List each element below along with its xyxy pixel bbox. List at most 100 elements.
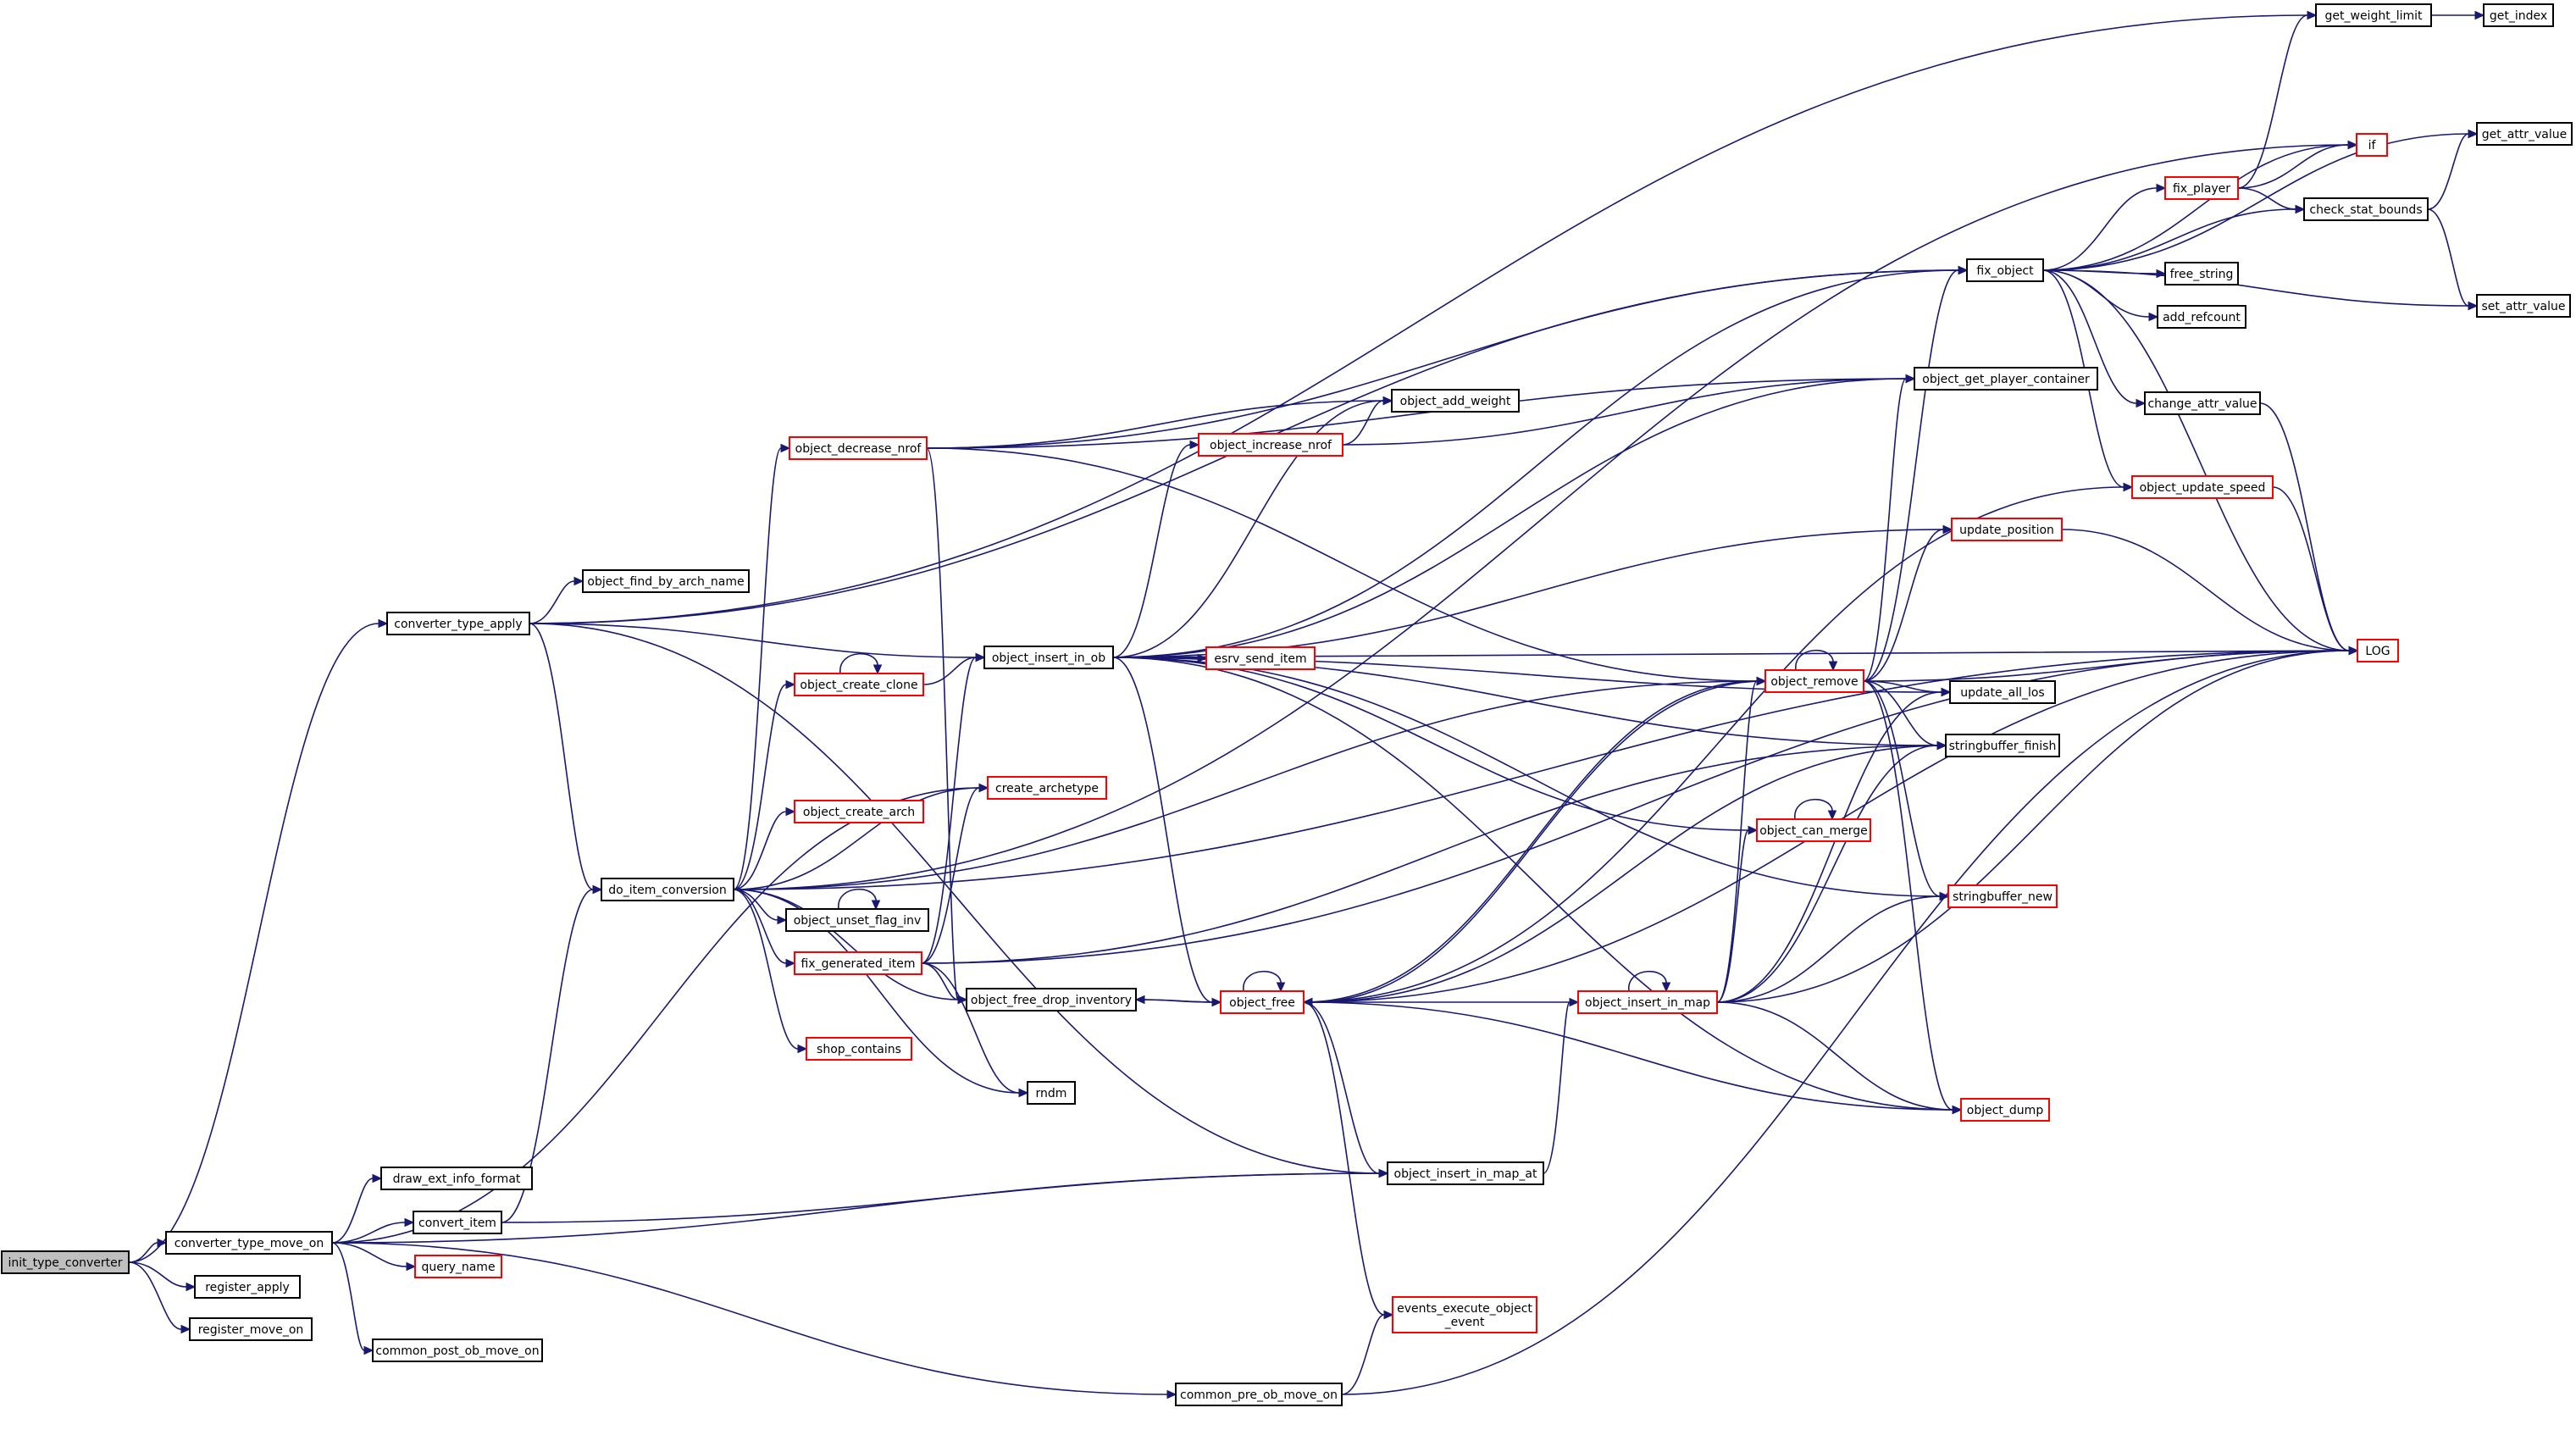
node-label: register_move_on [198,1323,304,1337]
node-object-decrease-nrof[interactable]: object_decrease_nrof [789,436,928,460]
edge-line [921,787,980,964]
edge-object-free-to-events-execute-object-event [1303,1001,1394,1320]
node-object-update-speed[interactable]: object_update_speed [2131,475,2274,499]
edge-line [2042,144,2349,271]
node-convert-item[interactable]: convert_item [413,1211,502,1234]
node-object-insert-in-map-at[interactable]: object_insert_in_map_at [1387,1161,1544,1185]
node-label: update_position [1959,524,2054,537]
node-converter-type-apply[interactable]: converter_type_apply [386,612,530,635]
node-object-free-drop-inventory[interactable]: object_free_drop_inventory [966,988,1137,1012]
node-stringbuffer-finish[interactable]: stringbuffer_finish [1945,734,2060,757]
node-update-all-los[interactable]: update_all_los [1949,680,2056,704]
node-events-execute-object-event[interactable]: events_execute_object_event [1392,1296,1537,1333]
node-box [582,569,750,593]
node-shop-contains[interactable]: shop_contains [806,1037,912,1061]
edge-object-free-to-object-free-drop-inventory [1134,995,1222,1005]
edge-line [1341,1314,1385,1395]
arrowhead-icon [1942,524,1953,535]
edge-line [838,888,877,910]
node-stringbuffer-new[interactable]: stringbuffer_new [1947,884,2058,908]
node-object-free[interactable]: object_free [1220,990,1305,1014]
node-set-attr-value[interactable]: set_attr_value [2476,294,2571,318]
node-do-item-conversion[interactable]: do_item_conversion [601,878,734,901]
edge-line [2042,269,2469,307]
edge-convert-item-to-do-item-conversion [501,884,603,1223]
node-box [1205,646,1316,670]
node-layer: init_type_converter converter_type_move_o… [1,3,2573,1406]
node-free-string[interactable]: free_string [2164,262,2239,285]
node-add-refcount[interactable]: add_refcount [2157,305,2246,329]
edge-object-insert-in-ob-to-fix-object [1112,265,1969,658]
edge-line [1112,529,1944,658]
edge-line [501,889,594,1223]
node-object-find-by-arch-name[interactable]: object_find_by_arch_name [582,569,750,593]
node-box [2131,475,2274,499]
node-fix-object[interactable]: fix_object [1966,258,2044,282]
node-get-index[interactable]: get_index [2483,3,2554,27]
edge-fix-player-to-check-stat-bounds [2237,187,2306,214]
edge-do-item-conversion-to-if [733,140,2358,890]
edge-line [2272,486,2350,651]
node-object-dump[interactable]: object_dump [1960,1098,2050,1122]
edge-line [926,447,959,1000]
edge-line [926,269,1959,449]
edge-do-item-conversion-to-shop-contains [733,889,808,1054]
node-get-attr-value[interactable]: get_attr_value [2476,122,2573,146]
node-rndm[interactable]: rndm [1027,1081,1076,1105]
node-label: fix_player [2173,182,2230,196]
edge-line [2237,14,2308,189]
node-esrv-send-item[interactable]: esrv_send_item [1205,646,1316,670]
node-fix-player[interactable]: fix_player [2164,176,2239,200]
node-label: get_index [2490,9,2547,23]
node-label: free_string [2170,268,2234,281]
node-object-get-player-container[interactable]: object_get_player_container [1914,367,2098,391]
edge-do-item-conversion-to-log [733,646,2359,890]
node-label: object_insert_in_ob [992,651,1105,665]
node-label: convert_item [418,1217,496,1230]
node-box [794,800,924,823]
edge-check-stat-bounds-to-set-attr-value [2427,208,2479,311]
node-if[interactable]: if [2356,133,2388,157]
node-object-unset-flag-inv[interactable]: object_unset_flag_inv [785,908,929,932]
node-register-move-on[interactable]: register_move_on [189,1317,313,1341]
node-object-add-weight[interactable]: object_add_weight [1391,389,1520,413]
node-object-create-arch[interactable]: object_create_arch [794,800,924,823]
node-get-weight-limit[interactable]: get_weight_limit [2315,3,2432,27]
node-change-attr-value[interactable]: change_attr_value [2144,391,2261,415]
node-check-stat-bounds[interactable]: check_stat_bounds [2303,197,2429,221]
node-object-insert-in-map[interactable]: object_insert_in_map [1577,990,1718,1014]
edge-fix-object-to-set-attr-value [2042,269,2479,311]
node-fix-generated-item[interactable]: fix_generated_item [794,951,922,975]
node-label: object_create_arch [803,806,915,819]
node-common-pre-ob-move-on[interactable]: common_pre_ob_move_on [1175,1383,1343,1406]
node-object-remove[interactable]: object_remove [1764,669,1864,693]
edge-change-attr-value-to-log [2259,402,2359,656]
node-init-type-converter[interactable]: init_type_converter [1,1250,130,1274]
node-query-name[interactable]: query_name [414,1255,502,1278]
node-create-archetype[interactable]: create_archetype [987,776,1107,800]
edge-line [331,1242,365,1351]
node-converter-type-move-on[interactable]: converter_type_move_on [165,1231,333,1255]
node-update-position[interactable]: update_position [1951,518,2063,541]
edge-object-unset-flag-inv-to-object-unset-flag-inv [838,888,881,911]
edge-do-item-conversion-to-object-create-clone [733,679,796,890]
node-box [806,1037,912,1061]
edge-line [331,1242,407,1267]
node-label: shop_contains [817,1043,901,1056]
node-common-post-ob-move-on[interactable]: common_post_ob_move_on [372,1339,543,1362]
node-object-increase-nrof[interactable]: object_increase_nrof [1198,433,1343,457]
node-draw-ext-info-format[interactable]: draw_ext_info_format [380,1167,533,1190]
node-label: converter_type_apply [394,618,522,631]
node-object-insert-in-ob[interactable]: object_insert_in_ob [983,646,1114,669]
node-object-can-merge[interactable]: object_can_merge [1756,818,1871,842]
arrowhead-icon [780,443,791,453]
node-register-apply[interactable]: register_apply [194,1275,301,1299]
node-log[interactable]: LOG [2357,639,2399,662]
edge-line [2427,208,2469,307]
edge-line [1303,1001,1380,1174]
node-label: get_attr_value [2482,128,2568,141]
edge-line [2237,144,2349,189]
node-object-create-clone[interactable]: object_create_clone [794,673,924,696]
arrowhead-icon [2468,129,2479,139]
edge-line [733,787,980,890]
